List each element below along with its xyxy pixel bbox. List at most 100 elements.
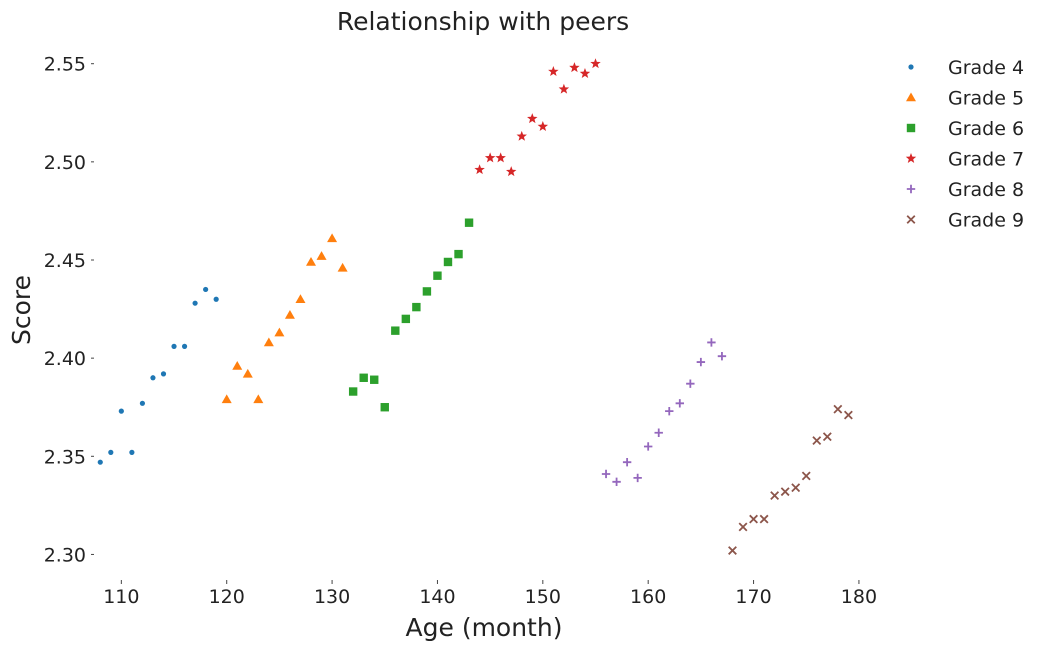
data-point [401,314,411,324]
data-point [569,62,580,73]
data-point [780,487,790,497]
legend-label: Grade 9 [948,210,1024,232]
data-point [464,218,474,227]
data-point [495,152,506,163]
legend-marker [906,184,916,194]
x-tick-label: 140 [419,586,455,608]
series-grade-5 [221,233,348,404]
data-point [337,262,348,272]
data-point [422,287,432,296]
legend-label: Grade 4 [948,57,1024,79]
x-axis-label: Age (month) [406,613,563,642]
data-point [665,406,674,416]
legend-label: Grade 8 [948,179,1024,201]
y-axis-label: Score [7,275,36,345]
y-tick-label: 2.50 [44,152,86,174]
data-point [359,373,368,382]
data-point [348,387,358,396]
data-point [433,271,442,280]
data-point [686,379,695,388]
data-point [443,257,453,267]
data-point [822,432,832,442]
data-point [843,410,853,420]
data-point [717,351,727,361]
x-tick-label: 150 [525,586,561,608]
legend-marker [908,64,914,70]
data-point [97,459,103,465]
series-grade-7 [474,58,601,177]
legend-marker [906,92,916,102]
data-point [601,469,611,479]
y-tick-label: 2.45 [44,250,86,272]
data-point [527,113,538,124]
data-point [118,408,124,414]
data-point [192,300,198,306]
data-point [484,152,496,163]
x-tick-label: 120 [209,586,245,608]
legend-item: Grade 6 [906,118,1024,140]
data-point [391,326,400,335]
data-point [242,368,253,378]
legend-item: Grade 7 [905,149,1024,171]
series-grade-9 [728,404,853,555]
legend-item: Grade 9 [906,210,1024,232]
legend-marker [905,153,917,163]
legend-item: Grade 4 [908,57,1024,79]
data-point [633,473,642,483]
data-point [474,164,485,175]
y-axis: 2.302.352.402.452.502.55 [44,54,94,566]
data-point [812,436,822,446]
data-point [306,256,317,266]
x-tick-label: 160 [630,586,666,608]
y-tick-label: 2.40 [44,348,86,370]
data-point [738,522,748,532]
data-point [791,483,801,493]
data-point [370,375,379,384]
y-tick-label: 2.55 [44,54,86,76]
data-point [327,233,338,243]
data-point [295,294,306,304]
data-point [707,338,716,347]
data-point [274,327,285,337]
data-point [612,477,621,487]
legend-marker [906,123,916,133]
data-point [263,337,274,347]
data-point [833,404,843,414]
data-point [171,343,177,349]
x-tick-label: 130 [314,586,350,608]
x-tick-label: 110 [103,586,139,608]
plot-area [97,58,853,555]
data-point [505,166,517,177]
chart-title: Relationship with peers [337,7,629,36]
data-point [548,66,559,77]
data-point [232,361,243,370]
data-point [108,449,114,455]
data-point [801,471,811,481]
series-grade-4 [97,286,219,465]
data-point [759,514,769,524]
data-point [380,403,389,412]
data-point [181,343,188,349]
data-point [516,130,527,141]
data-point [454,249,463,259]
data-point [770,491,780,500]
data-point [129,449,135,455]
data-point [622,457,632,467]
legend-item: Grade 8 [906,179,1024,201]
data-point [253,394,264,404]
data-point [203,286,209,293]
data-point [150,375,156,381]
data-point [749,514,758,524]
data-point [139,400,146,406]
data-point [643,442,653,451]
data-point [558,83,570,94]
data-point [590,58,601,69]
legend-label: Grade 6 [948,118,1024,140]
data-point [537,121,549,131]
data-point [696,357,706,367]
series-grade-8 [601,338,727,487]
y-tick-label: 2.30 [44,544,86,566]
